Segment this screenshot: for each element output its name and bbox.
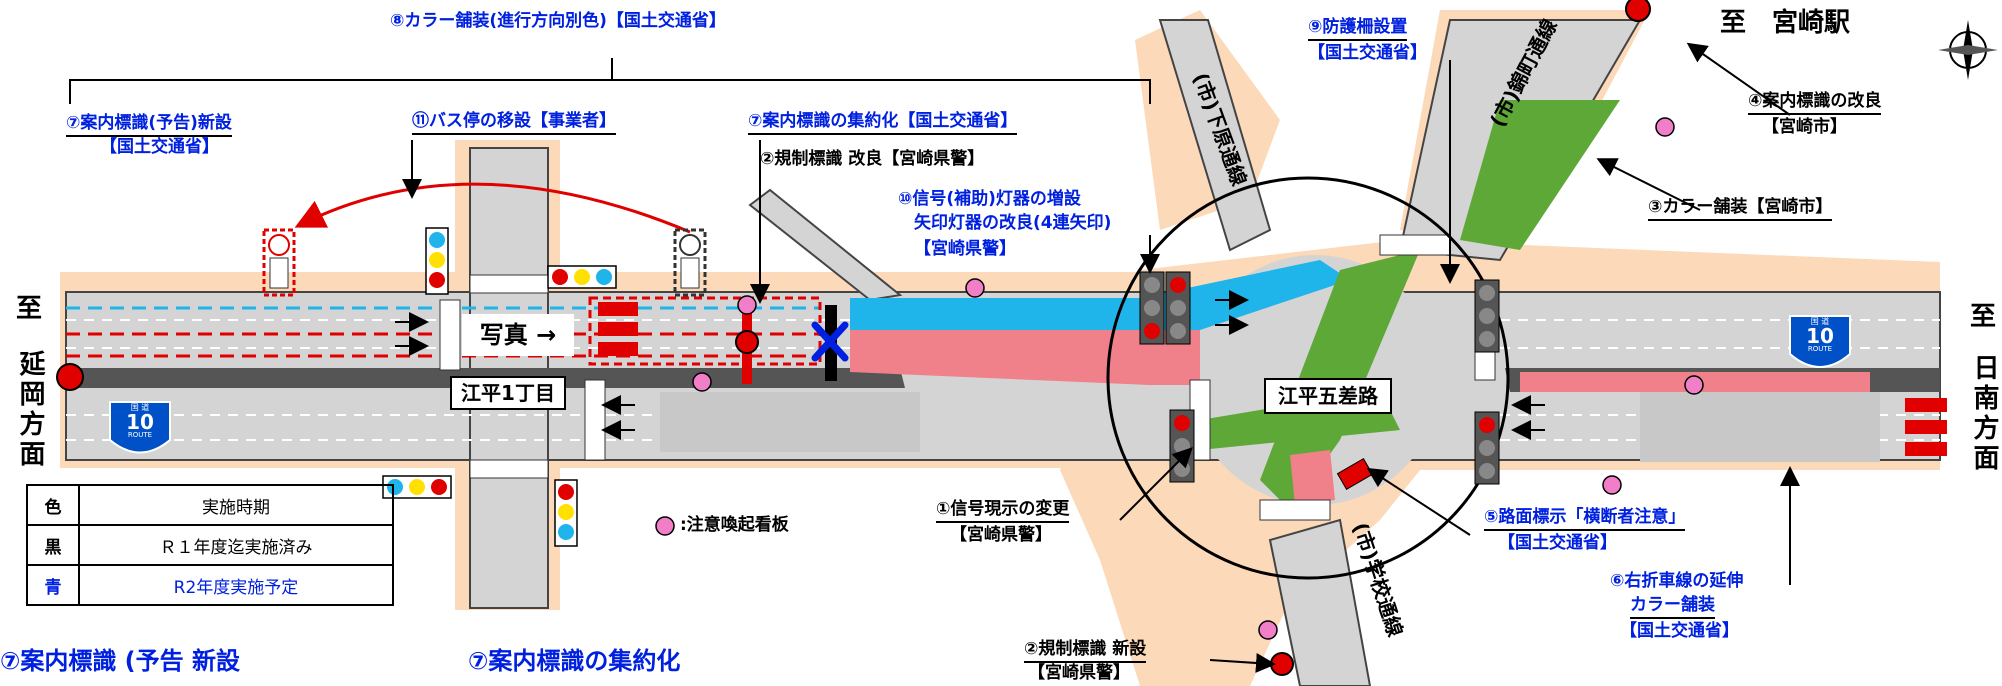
- legend-row: 黒 Ｒ１年度迄実施済み: [26, 524, 394, 566]
- legend-header-row: 色 実施時期: [26, 484, 394, 526]
- legend-text-blue: R2年度実施予定: [78, 564, 394, 606]
- label-7b: ⑦案内標識の集約化【国土交通省】: [748, 111, 1018, 135]
- place-ehira-gosaro: 江平五差路: [1264, 378, 1392, 414]
- route-shield-right: 国 道 10 ROUTE: [1806, 317, 1834, 353]
- legend-text-black: Ｒ１年度迄実施済み: [78, 524, 394, 566]
- place-miyazaki-station: 至 宮崎駅: [1720, 8, 1851, 38]
- legend-color-black: 黒: [26, 524, 80, 566]
- label8-bracket: [69, 79, 1151, 104]
- hatched-zone-right: [1640, 392, 1880, 462]
- legend-header-color: 色: [26, 484, 80, 526]
- caution-signs: [598, 302, 1947, 456]
- intersection-circle: [1106, 176, 1510, 580]
- traffic-signal-icon: [554, 479, 578, 547]
- label-9-line2: 【国土交通省】: [1308, 43, 1427, 63]
- label-7a-title: ⑦案内標識(予告)新設: [66, 113, 232, 137]
- label-9-line1: ⑨防護柵設置: [1308, 17, 1408, 41]
- place-left-dest: 延岡方面: [15, 350, 45, 470]
- cyan-pavement: [850, 260, 1350, 330]
- label-4-line2: 【宮崎市】: [1762, 117, 1847, 137]
- label-10-line3: 【宮崎県警】: [914, 239, 1016, 259]
- traffic-signal-icon: [1169, 409, 1195, 483]
- traffic-signal-icon: [425, 227, 449, 295]
- compass-icon: [1938, 20, 1998, 80]
- label-6-line1: ⑥右折車線の延伸: [1610, 571, 1744, 591]
- leader-lines: [750, 42, 1800, 673]
- label-1-line1: ①信号現示の変更: [936, 499, 1070, 523]
- red-sign-dot-icon: [56, 0, 1651, 676]
- bus-stop-icon: [673, 228, 707, 297]
- bus-relocate-arrow: [294, 182, 691, 234]
- label-5-line2: 【国土交通省】: [1498, 533, 1617, 553]
- label-6-line2: カラー舗装: [1630, 595, 1715, 619]
- label-8: ⑧カラー舗装(進行方向別色)【国土交通省】: [390, 11, 726, 31]
- place-right-dest: 日南方面: [1969, 354, 1999, 474]
- bus-stop-icon: [262, 228, 296, 297]
- legend-header-period: 実施時期: [78, 484, 394, 526]
- place-ehira-1chome: 江平1丁目: [450, 376, 566, 410]
- bottom-label-7b: ⑦案内標識の集約化: [468, 647, 681, 675]
- label-2a: ②規制標識 改良【宮崎県警】: [760, 149, 985, 169]
- blue-x-icon: [811, 321, 849, 362]
- route-shield-left: 国 道 10 ROUTE: [126, 403, 154, 439]
- label-2b-line1: ②規制標識 新設: [1024, 639, 1147, 663]
- label-4-line1: ④案内標識の改良: [1748, 91, 1882, 115]
- legend-table: 色 実施時期 黒 Ｒ１年度迄実施済み 青 R2年度実施予定: [26, 484, 394, 606]
- traffic-signal-icon: [1139, 271, 1191, 345]
- traffic-signal-icon: [382, 475, 452, 499]
- label-10-line2: 矢印灯器の改良(4連矢印): [914, 213, 1112, 233]
- traffic-signal-icon: [1474, 411, 1500, 485]
- photo-label: 写真 →: [462, 314, 574, 356]
- label-7a-org: 【国土交通省】: [100, 137, 219, 157]
- legend-color-blue: 青: [26, 564, 80, 606]
- road-arrows: [395, 290, 1545, 440]
- label-6-line3: 【国土交通省】: [1620, 621, 1739, 641]
- label-11: ⑪バス停の移設【事業者】: [412, 111, 616, 135]
- pink-pavement-south: [1290, 450, 1335, 505]
- hatched-zone-left: [660, 392, 920, 452]
- crosswalks: [439, 234, 1496, 521]
- pink-pavement: [850, 330, 1200, 385]
- label-5-line1: ⑤路面標示「横断者注意」: [1484, 507, 1686, 531]
- traffic-signal-icon: [1474, 279, 1500, 353]
- route-shield-icon: [109, 401, 171, 454]
- pink-caution-dot-icon: [655, 117, 1704, 640]
- legend-row: 青 R2年度実施予定: [26, 564, 394, 606]
- label-10-line1: ⑩信号(補助)灯器の増設: [898, 189, 1081, 209]
- caution-legend: :注意喚起看板: [680, 515, 789, 535]
- bottom-label-7a: ⑦案内標識 (予告 新設: [0, 647, 240, 675]
- label-3: ③カラー舗装【宮崎市】: [1648, 197, 1833, 221]
- place-right-to: 至: [1970, 302, 1997, 332]
- label-2b-line2: 【宮崎県警】: [1028, 663, 1130, 683]
- place-left-to: 至: [16, 294, 43, 324]
- label-1-line2: 【宮崎県警】: [950, 525, 1052, 545]
- traffic-signal-icon: [547, 265, 617, 289]
- route-shield-icon: [1789, 315, 1851, 368]
- green-pavement-north: [1460, 100, 1620, 250]
